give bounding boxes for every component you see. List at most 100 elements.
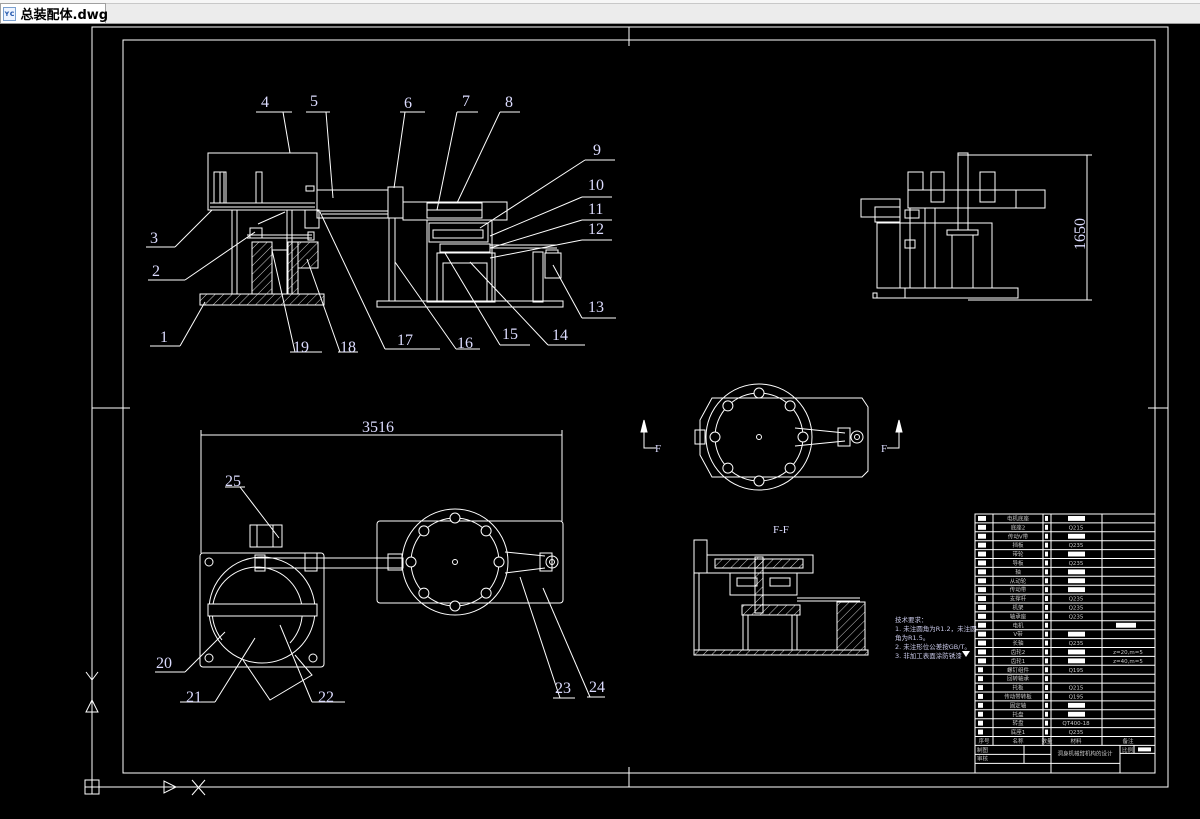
qty-cell-block [1045,667,1048,673]
qty-cell-block [1045,605,1048,610]
part-label: 2 [152,263,160,280]
leader-line [239,486,280,539]
seq-cell-block [978,587,986,593]
disc-notch [753,475,765,487]
front-view [199,152,564,308]
ucs-icon [84,665,206,796]
drawn-by-label: 制图 [977,746,989,754]
drawing-canvas[interactable]: 1650 3516 F F F-F [0,24,1200,819]
part-material: Q235 [1069,730,1084,736]
remark-cell-block [1116,622,1136,628]
qty-cell-block [1045,587,1048,593]
header-material: 材料 [1070,737,1082,745]
seq-cell-block [978,631,986,637]
seq-cell-block [978,649,986,655]
part-remark: z=40,m=5 [1113,659,1143,665]
part-name: 轴 [1015,568,1021,576]
seq-cell-block [978,596,986,601]
technical-notes: 技术要求： 1. 未注圆角为R1.2，未注圆 角为R1.5。 2. 未注形位公差… [895,615,977,660]
outer-frame [91,26,1169,788]
notes-line: 3. 非加工表面涂防锈漆 [895,651,962,660]
part-remark: z=20,m=5 [1113,650,1143,656]
part-material: QT400-18 [1062,721,1090,727]
part-label: 14 [552,327,568,344]
dimension-height: 1650 [1072,218,1089,250]
part-material: Q195 [1069,668,1084,674]
leader-line [519,576,561,699]
material-cell-block [1068,551,1085,557]
seq-cell-block [978,516,986,521]
disc-notch [722,400,734,412]
part-label: 7 [462,93,470,110]
disc-notch [405,556,417,568]
material-cell-block [1068,587,1085,593]
part-name: 螺钉组件 [1007,666,1030,674]
part-label: 12 [588,221,604,238]
part-name: 回转轴承 [1007,675,1030,683]
part-name: 转盘 [1012,719,1024,727]
seq-cell-block [978,578,986,584]
seq-cell-block [978,605,986,610]
tab-title: 总装配体.dwg [20,8,109,23]
leader-line [282,111,291,154]
header-name: 名称 [1012,737,1024,745]
qty-cell-block [1045,516,1048,521]
seq-cell-block [978,613,986,619]
part-label: 9 [593,142,601,159]
qty-cell-block [1045,569,1048,575]
qty-cell-block [1045,720,1048,726]
table-row: V带 [978,631,1085,638]
part-label: 24 [589,679,605,696]
seq-cell-block [978,622,986,628]
part-name: 底座1 [1011,728,1026,736]
qty-cell-block [1045,542,1048,548]
part-label: 5 [310,93,318,110]
section-mark-left: F [655,443,661,455]
notes-line: 角为R1.5。 [895,633,929,642]
part-name: 长轴 [1012,639,1024,647]
seq-cell-block [978,569,986,575]
seq-cell-block [978,533,986,539]
leader-line [479,159,586,229]
disc-notch [753,387,765,399]
qty-cell-block [1045,702,1048,708]
material-cell-block [1068,649,1085,655]
material-cell-block [1068,516,1085,521]
table-row: 传动带 [978,586,1085,594]
part-name: 从动轮 [1010,577,1027,585]
table-row: 从动轮 [978,577,1085,585]
leader-line [184,631,226,673]
section-title: F-F [773,524,789,536]
material-cell-block [1068,658,1085,664]
leader-line [436,111,458,211]
turntable-disc [401,508,509,616]
part-label: 8 [505,94,513,111]
seq-cell-block [978,711,983,717]
part-material: Q235 [1069,606,1084,612]
part-name: 电机 [1012,621,1024,629]
leader-line [279,624,313,703]
part-name: 底座2 [1011,523,1026,531]
leader-line [489,196,583,237]
header-qty: 数量 [1041,737,1053,745]
part-material: Q235 [1069,561,1084,567]
tab-drawing-file[interactable]: ʏc 总装配体.dwg [0,3,109,23]
section-arrow-left [640,419,656,449]
checked-by-label: 审核 [977,754,989,762]
disc-notch [493,556,505,568]
seq-cell-block [978,729,983,735]
part-material: Q215 [1069,686,1084,692]
disc-notch [418,587,430,599]
disc-notch [449,512,461,524]
table-row: 转盘 QT400-18 [978,719,1090,727]
dimension-width: 3516 [362,419,394,436]
table-row: 固定轴 [978,701,1085,709]
section-ff-view [693,539,869,656]
inner-frame [122,39,1156,774]
